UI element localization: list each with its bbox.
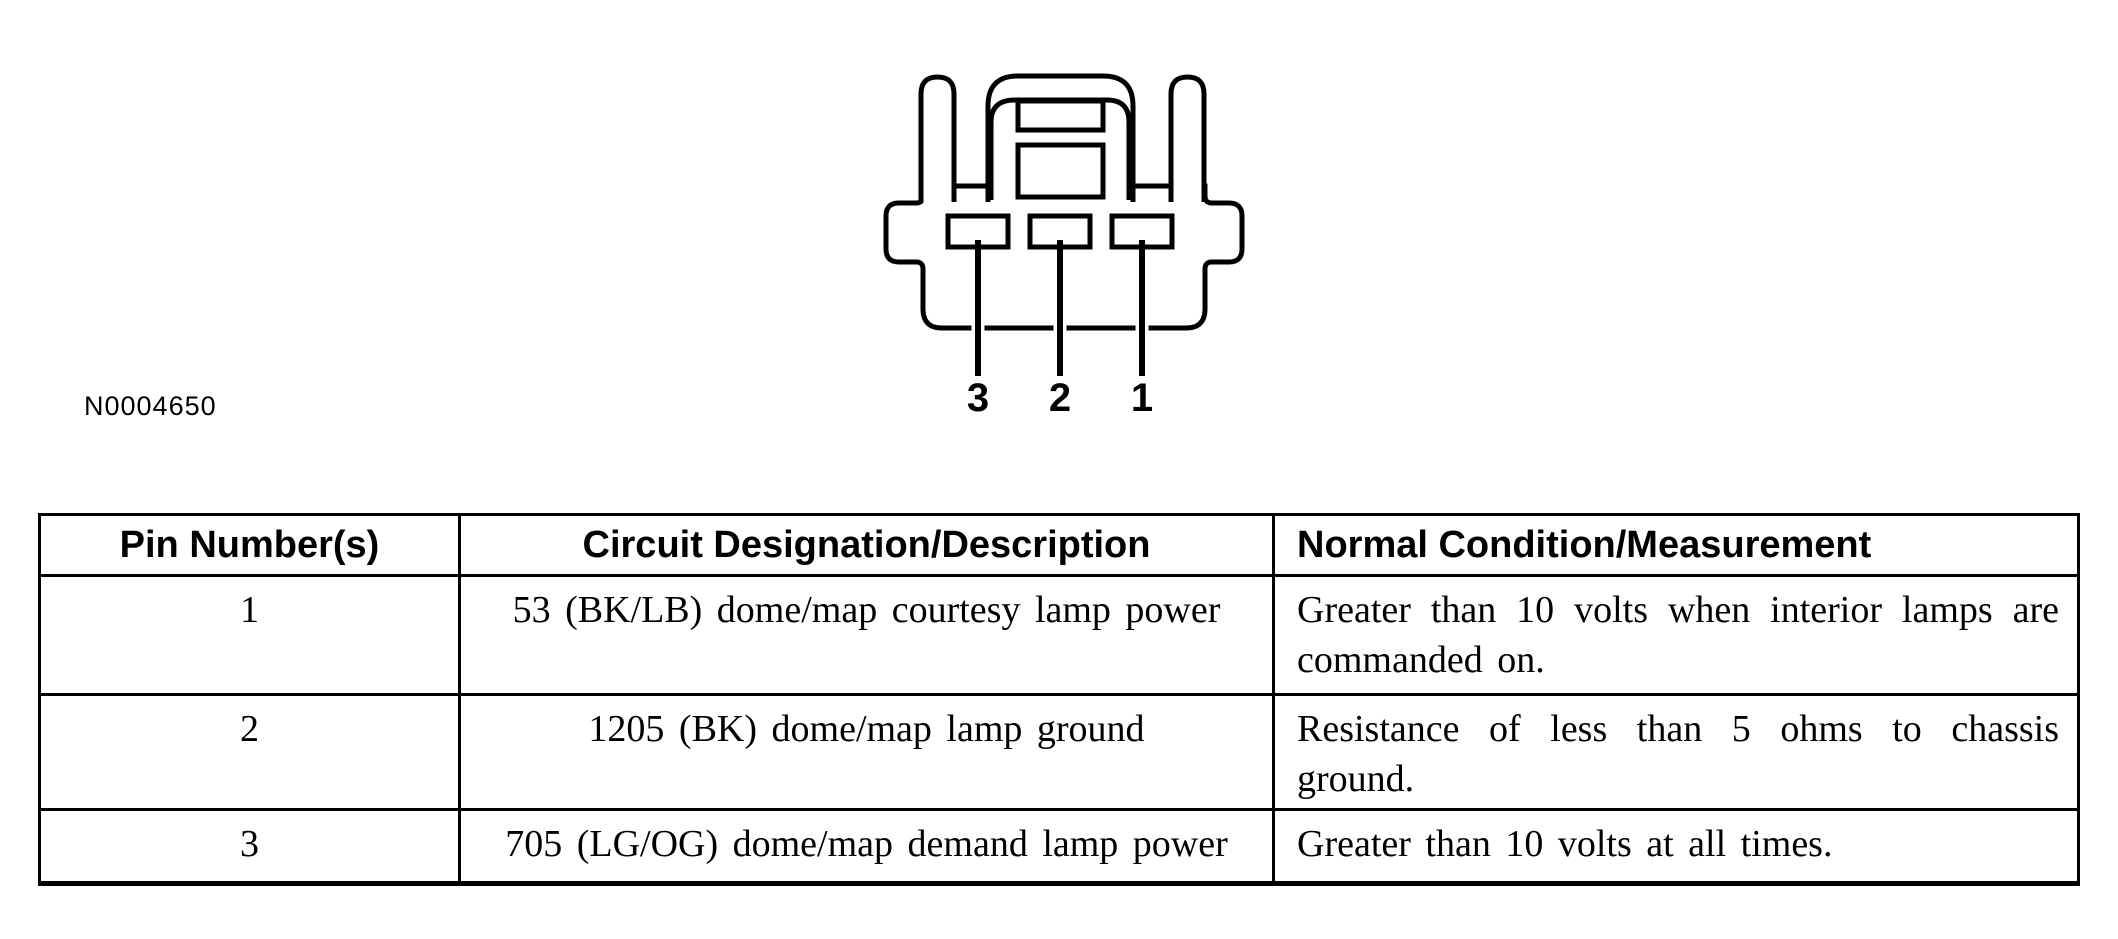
figure-code: N0004650 <box>84 391 217 421</box>
table-header-row: Pin Number(s) Circuit Designation/Descri… <box>38 513 2080 577</box>
header-normal-condition: Normal Condition/Measurement <box>1272 513 2080 577</box>
connector-post-right <box>1168 74 1207 202</box>
table-row: 2 1205 (BK) dome/map lamp ground Resista… <box>38 692 2080 812</box>
pin-callout-1: 1 <box>1130 376 1154 420</box>
circuit-cell: 1205 (BK) dome/map lamp ground <box>458 692 1275 812</box>
pin-number-cell: 3 <box>38 808 461 886</box>
leader-lines <box>975 240 1145 376</box>
connector-latch-window <box>1015 98 1106 133</box>
connector-diagram <box>883 73 1245 378</box>
pinout-table: Pin Number(s) Circuit Designation/Descri… <box>38 513 2080 887</box>
header-pin-number: Pin Number(s) <box>38 513 461 577</box>
pin-callout-2: 2 <box>1048 376 1072 420</box>
pin-number-cell: 1 <box>38 574 461 696</box>
pin-callout-3: 3 <box>966 376 990 420</box>
condition-cell: Greater than 10 volts at all times. <box>1272 808 2080 886</box>
pin-cavity-1 <box>1109 213 1175 250</box>
circuit-cell: 705 (LG/OG) dome/map demand lamp power <box>458 808 1275 886</box>
condition-cell: Greater than 10 volts when interior lamp… <box>1272 574 2080 696</box>
circuit-cell: 53 (BK/LB) dome/map courtesy lamp power <box>458 574 1275 696</box>
connector-post-left <box>918 74 957 202</box>
connector-index-cavity <box>1015 142 1106 200</box>
header-circuit-designation: Circuit Designation/Description <box>458 513 1275 577</box>
pin-number-cell: 2 <box>38 692 461 812</box>
condition-cell: Resistance of less than 5 ohms to chassi… <box>1272 692 2080 812</box>
table-row: 3 705 (LG/OG) dome/map demand lamp power… <box>38 808 2080 886</box>
table-row: 1 53 (BK/LB) dome/map courtesy lamp powe… <box>38 574 2080 696</box>
